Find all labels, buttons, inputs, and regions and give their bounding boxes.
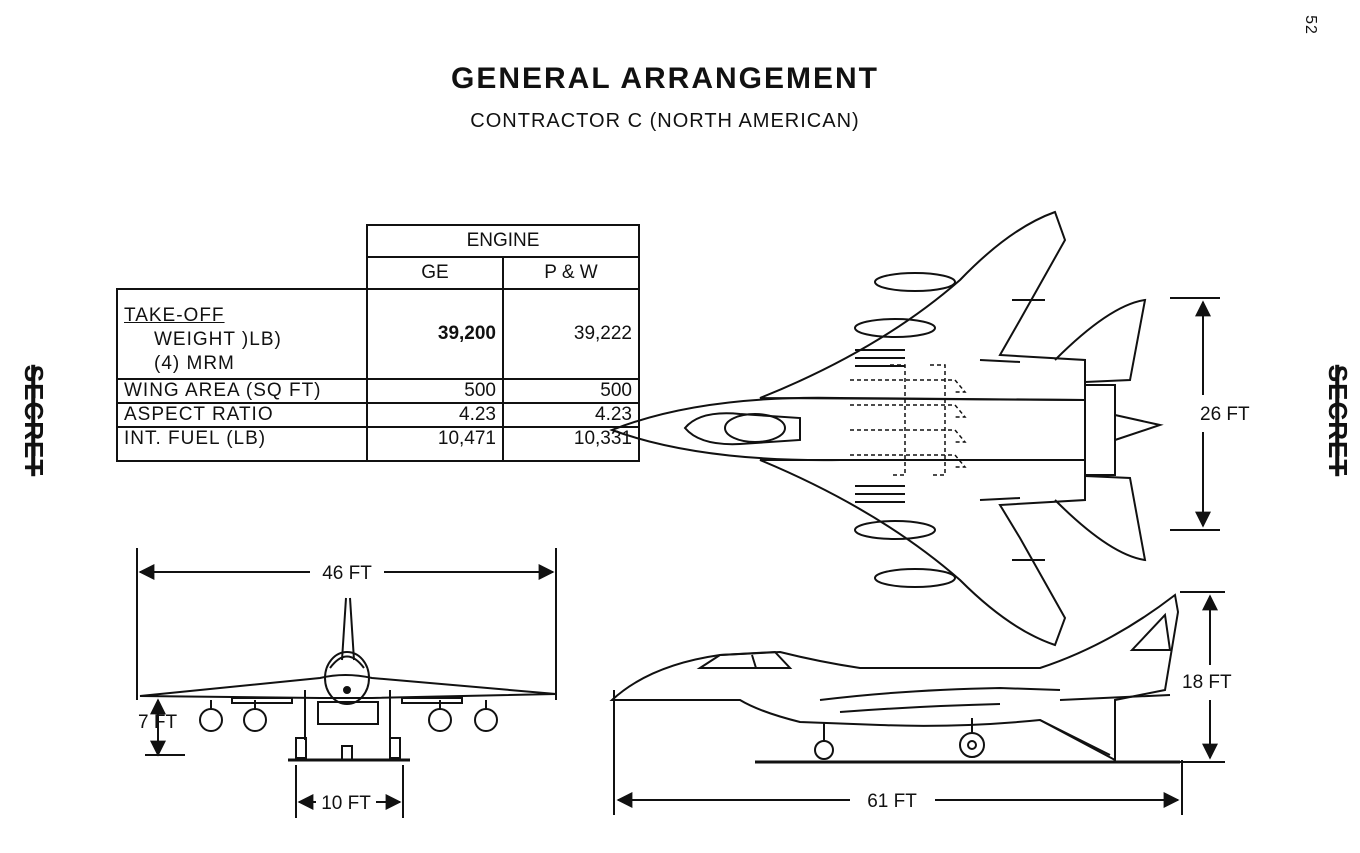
page-subtitle: CONTRACTOR C (NORTH AMERICAN) — [470, 110, 860, 132]
dimension-length: 61 FT — [867, 791, 917, 812]
internal-missiles-outline — [850, 364, 967, 476]
front-view-drawing — [136, 548, 557, 818]
table-cell: 10,471 — [366, 426, 504, 462]
table-row: WING AREA (SQ FT) 500 500 — [116, 378, 640, 404]
page-title: GENERAL ARRANGEMENT — [450, 62, 879, 95]
table-cell: 500 — [502, 378, 640, 404]
row-label-line: WEIGHT )LB) — [154, 329, 282, 350]
row-label-line: (4) MRM — [154, 353, 235, 374]
dimension-tail-width: 26 FT — [1200, 404, 1250, 425]
dimension-ground-height: 7 FT — [138, 712, 177, 733]
table-cell: 39,200 — [366, 288, 504, 380]
engine-header: ENGINE — [366, 224, 640, 258]
table-cell: 39,222 — [502, 288, 640, 380]
dimension-tread: 10 FT — [321, 793, 371, 814]
row-label: ASPECT RATIO — [116, 402, 368, 428]
dimension-span: 46 FT — [322, 563, 372, 584]
table-cell: 4.23 — [366, 402, 504, 428]
row-label-line: TAKE-OFF — [124, 305, 225, 326]
table-cell: 500 — [366, 378, 504, 404]
specification-table: ENGINE GE P & W TAKE-OFF WEIGHT )LB) (4)… — [116, 224, 640, 462]
table-row: ASPECT RATIO 4.23 4.23 — [116, 402, 640, 428]
plan-view-drawing — [609, 210, 1164, 647]
row-label: INT. FUEL (LB) — [116, 426, 368, 462]
column-header-ge: GE — [366, 256, 504, 290]
table-row: TAKE-OFF WEIGHT )LB) (4) MRM 39,200 39,2… — [116, 288, 640, 380]
table-cell: 4.23 — [502, 402, 640, 428]
dimension-height: 18 FT — [1182, 672, 1232, 693]
column-header-pw: P & W — [502, 256, 640, 290]
table-row: INT. FUEL (LB) 10,471 10,331 — [116, 426, 640, 462]
row-label: WING AREA (SQ FT) — [116, 378, 368, 404]
side-view-drawing — [609, 591, 1225, 815]
